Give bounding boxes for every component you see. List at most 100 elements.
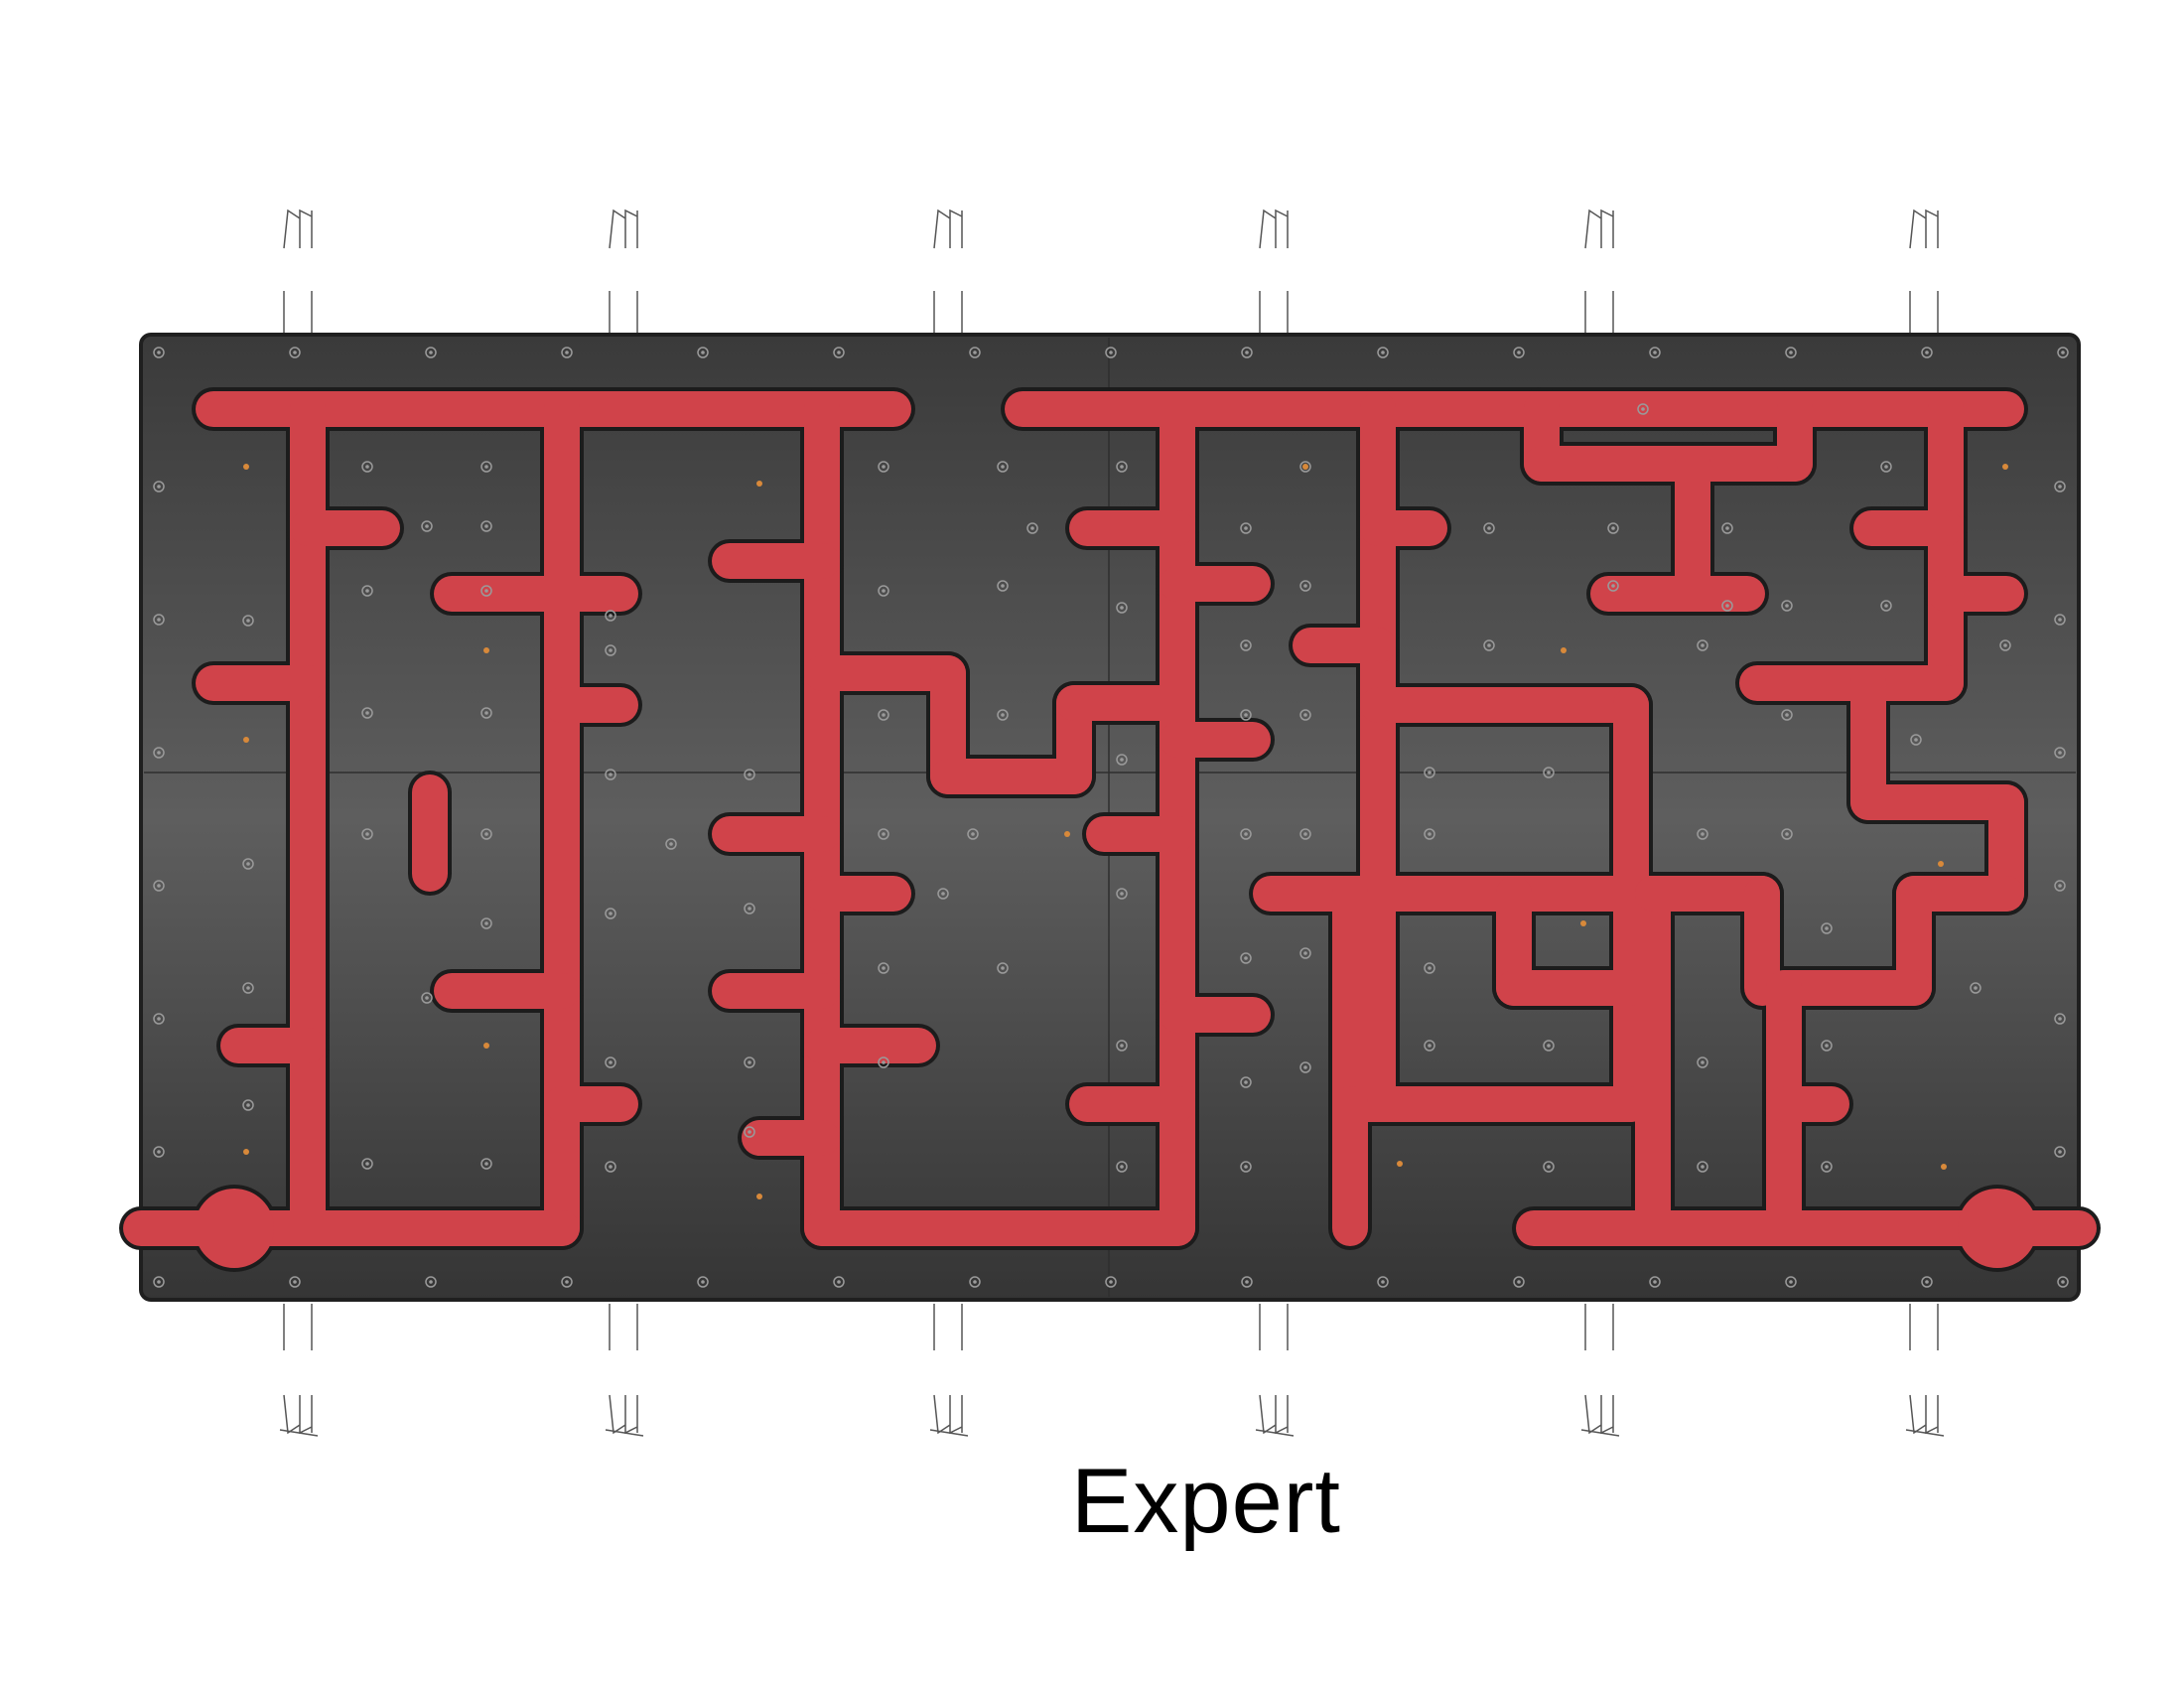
leader-lines bbox=[279, 209, 1945, 1437]
screw-icon bbox=[242, 1099, 254, 1111]
screw-icon bbox=[1116, 602, 1128, 614]
screw-icon bbox=[605, 1056, 616, 1068]
screw-icon bbox=[1607, 580, 1619, 592]
screw-icon bbox=[421, 520, 433, 532]
screw-icon bbox=[744, 1126, 755, 1138]
screw-icon bbox=[480, 828, 492, 840]
screw-icon bbox=[1880, 461, 1892, 473]
screw-icon bbox=[1377, 347, 1389, 358]
start-end-bulb bbox=[195, 1189, 274, 1268]
pin-icon bbox=[756, 481, 762, 487]
screw-icon bbox=[361, 828, 373, 840]
fasteners bbox=[153, 347, 2069, 1288]
screw-icon bbox=[1649, 1276, 1661, 1288]
pin-icon bbox=[1561, 647, 1567, 653]
screw-icon bbox=[1543, 767, 1555, 778]
screw-icon bbox=[361, 1158, 373, 1170]
screw-icon bbox=[997, 962, 1009, 974]
screw-icon bbox=[153, 1146, 165, 1158]
screw-icon bbox=[969, 1276, 981, 1288]
screw-icon bbox=[833, 1276, 845, 1288]
break-line-icon bbox=[1259, 209, 1289, 249]
screw-icon bbox=[153, 1276, 165, 1288]
screw-icon bbox=[1105, 1276, 1117, 1288]
screw-icon bbox=[744, 769, 755, 780]
screw-icon bbox=[242, 858, 254, 870]
screw-icon bbox=[2054, 1013, 2066, 1025]
screw-icon bbox=[242, 615, 254, 627]
screw-icon bbox=[1821, 1040, 1833, 1052]
screw-icon bbox=[1721, 600, 1733, 612]
screw-icon bbox=[605, 908, 616, 919]
screw-icon bbox=[1697, 639, 1708, 651]
screw-icon bbox=[1785, 347, 1797, 358]
screw-icon bbox=[1543, 1040, 1555, 1052]
screw-icon bbox=[1299, 1061, 1311, 1073]
board-opening bbox=[141, 1210, 201, 1246]
break-line-icon bbox=[609, 209, 638, 249]
screw-icon bbox=[1910, 734, 1922, 746]
screw-icon bbox=[1026, 522, 1038, 534]
screw-icon bbox=[605, 1161, 616, 1173]
screw-icon bbox=[878, 828, 889, 840]
screw-icon bbox=[1821, 922, 1833, 934]
screw-icon bbox=[2054, 747, 2066, 759]
screw-icon bbox=[153, 1013, 165, 1025]
screw-icon bbox=[1241, 347, 1253, 358]
screw-icon bbox=[1299, 580, 1311, 592]
screw-icon bbox=[1240, 1161, 1252, 1173]
screw-icon bbox=[1240, 1076, 1252, 1088]
screw-icon bbox=[2054, 1146, 2066, 1158]
screw-icon bbox=[561, 1276, 573, 1288]
screw-icon bbox=[1424, 828, 1435, 840]
start-end-bulb bbox=[1958, 1189, 2037, 1268]
screw-icon bbox=[153, 481, 165, 492]
maze-channels bbox=[119, 387, 2101, 1272]
screw-icon bbox=[1697, 1161, 1708, 1173]
screw-icon bbox=[2054, 880, 2066, 892]
screw-icon bbox=[969, 347, 981, 358]
screw-icon bbox=[1637, 403, 1649, 415]
screw-icon bbox=[1116, 754, 1128, 766]
screw-icon bbox=[1513, 347, 1525, 358]
break-line-icon bbox=[283, 209, 313, 249]
screw-icon bbox=[605, 644, 616, 656]
screw-icon bbox=[1424, 1040, 1435, 1052]
screw-icon bbox=[480, 461, 492, 473]
screw-icon bbox=[697, 347, 709, 358]
screw-icon bbox=[605, 769, 616, 780]
screw-icon bbox=[878, 585, 889, 597]
screw-icon bbox=[1999, 639, 2011, 651]
screw-icon bbox=[1105, 347, 1117, 358]
screw-icon bbox=[937, 888, 949, 900]
screw-icon bbox=[665, 838, 677, 850]
screw-icon bbox=[2057, 347, 2069, 358]
screw-icon bbox=[289, 1276, 301, 1288]
break-line-icon bbox=[929, 1394, 969, 1437]
screw-icon bbox=[480, 917, 492, 929]
screw-icon bbox=[1240, 828, 1252, 840]
screw-icon bbox=[1649, 347, 1661, 358]
screw-icon bbox=[425, 1276, 437, 1288]
pin-icon bbox=[1938, 861, 1944, 867]
board-opening bbox=[2025, 1210, 2079, 1246]
pin-icon bbox=[1064, 831, 1070, 837]
screw-icon bbox=[1116, 1161, 1128, 1173]
screw-icon bbox=[1240, 639, 1252, 651]
screw-icon bbox=[1821, 1161, 1833, 1173]
screw-icon bbox=[1240, 522, 1252, 534]
screw-icon bbox=[744, 1056, 755, 1068]
screw-icon bbox=[1781, 600, 1793, 612]
screw-icon bbox=[697, 1276, 709, 1288]
screw-icon bbox=[997, 461, 1009, 473]
screw-icon bbox=[1921, 347, 1933, 358]
pin-icon bbox=[756, 1194, 762, 1199]
screw-icon bbox=[2054, 481, 2066, 492]
screw-icon bbox=[1424, 767, 1435, 778]
pin-icon bbox=[243, 1149, 249, 1155]
screw-icon bbox=[1483, 639, 1495, 651]
break-line-icon bbox=[1905, 1394, 1945, 1437]
screw-icon bbox=[153, 614, 165, 626]
screw-icon bbox=[744, 903, 755, 914]
